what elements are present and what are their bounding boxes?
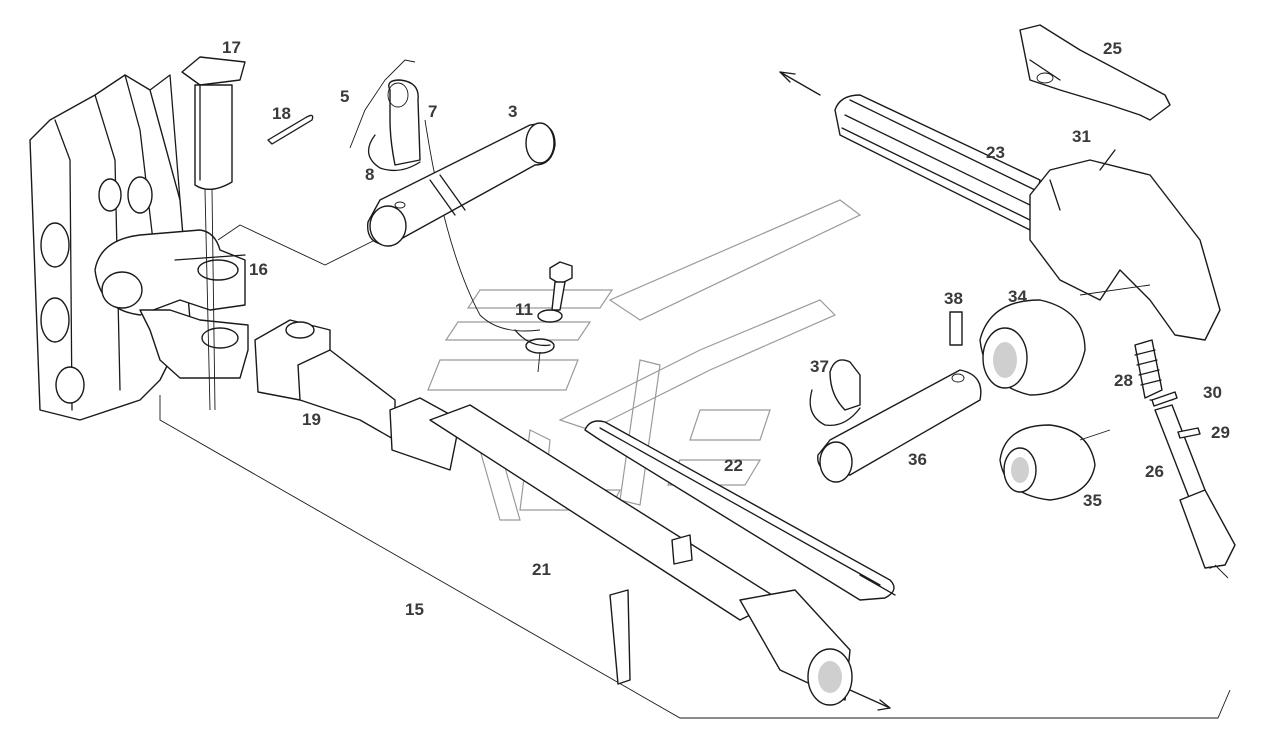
callout-38: 38 xyxy=(944,289,963,308)
top-link-23 xyxy=(779,71,1041,231)
lower-link-rod xyxy=(254,319,891,711)
callout-11: 11 xyxy=(515,300,533,319)
callout-15: 15 xyxy=(405,600,424,619)
callout-31: 31 xyxy=(1072,127,1091,146)
callout-26: 26 xyxy=(1145,462,1164,481)
callout-23: 23 xyxy=(986,143,1005,162)
callout-22: 22 xyxy=(724,456,743,475)
plate-25 xyxy=(1019,24,1171,121)
callout-29: 29 xyxy=(1211,423,1230,442)
callout-17: 17 xyxy=(222,38,241,57)
pin-17 xyxy=(181,56,246,411)
clip-8 xyxy=(368,79,421,172)
callout-labels: 17 18 5 7 3 8 16 11 19 21 22 15 25 23 31… xyxy=(222,38,1230,619)
callout-3: 3 xyxy=(508,102,517,121)
callout-7: 7 xyxy=(428,102,437,121)
pin-29 xyxy=(1177,427,1201,439)
bolt-11 xyxy=(514,261,573,373)
callout-37: 37 xyxy=(810,357,829,376)
stabilizer-22 xyxy=(584,420,896,601)
hook-31 xyxy=(1029,149,1221,341)
callout-35: 35 xyxy=(1083,491,1102,510)
linch-pin-18 xyxy=(267,114,314,145)
callout-5: 5 xyxy=(340,87,349,106)
pin-38 xyxy=(949,311,963,346)
callout-8: 8 xyxy=(365,165,374,184)
callout-25: 25 xyxy=(1103,39,1122,58)
callout-16: 16 xyxy=(249,260,268,279)
latch-26 xyxy=(1134,339,1236,579)
callout-34: 34 xyxy=(1008,287,1027,306)
callout-30: 30 xyxy=(1203,383,1222,402)
callout-36: 36 xyxy=(908,450,927,469)
callout-18: 18 xyxy=(272,104,291,123)
callout-28: 28 xyxy=(1114,371,1133,390)
clip-37 xyxy=(809,359,861,427)
ball-35 xyxy=(999,424,1111,501)
pin-3 xyxy=(366,122,556,247)
ball-34 xyxy=(979,299,1086,396)
callout-19: 19 xyxy=(302,410,321,429)
pin-36 xyxy=(817,369,982,483)
pin-30 xyxy=(1151,391,1178,407)
callout-21: 21 xyxy=(532,560,551,579)
watermark-logo xyxy=(427,199,862,521)
